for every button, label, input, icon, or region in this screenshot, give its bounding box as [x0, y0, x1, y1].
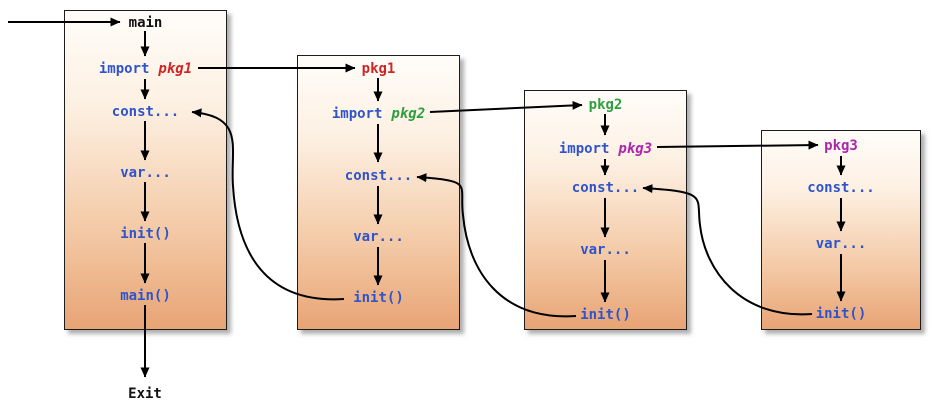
node-pkg1-var: var...: [353, 229, 404, 245]
box-pkg3: pkg3 const... var... init(): [761, 130, 921, 330]
node-pkg2-var: var...: [580, 242, 631, 258]
node-main-title: main: [128, 15, 163, 31]
pkg3-name: pkg3: [618, 141, 653, 157]
node-main-import: import pkg1: [65, 60, 226, 78]
node-pkg3-init: init(): [815, 306, 867, 322]
node-pkg3-title: pkg3: [824, 138, 858, 154]
node-main-var: var...: [120, 165, 171, 181]
node-pkg3-var: var...: [815, 236, 867, 252]
node-pkg1-title: pkg1: [361, 61, 396, 77]
node-pkg2-import: import pkg3: [525, 140, 686, 158]
box-main: main import pkg1 const... var... init() m…: [64, 10, 227, 330]
box-pkg1: pkg1 import pkg2 const... var... init(): [297, 55, 460, 330]
import-keyword: import: [558, 141, 610, 157]
node-pkg1-import: import pkg2: [298, 105, 459, 123]
pkg2-name: pkg2: [391, 106, 426, 122]
node-main-call: main(): [120, 288, 171, 304]
node-pkg3-const: const...: [807, 180, 875, 196]
node-pkg2-title: pkg2: [588, 97, 623, 113]
import-keyword: import: [98, 61, 150, 77]
node-pkg1-const: const...: [344, 168, 413, 184]
box-pkg2: pkg2 import pkg3 const... var... init(): [524, 90, 687, 330]
pkg1-name: pkg1: [158, 61, 193, 77]
node-pkg1-init: init(): [353, 290, 404, 306]
node-main-const: const...: [111, 104, 180, 120]
exit-label: Exit: [128, 386, 162, 402]
node-pkg2-const: const...: [571, 180, 640, 196]
node-main-init: init(): [120, 226, 171, 242]
import-keyword: import: [331, 106, 383, 122]
node-pkg2-init: init(): [580, 307, 631, 323]
